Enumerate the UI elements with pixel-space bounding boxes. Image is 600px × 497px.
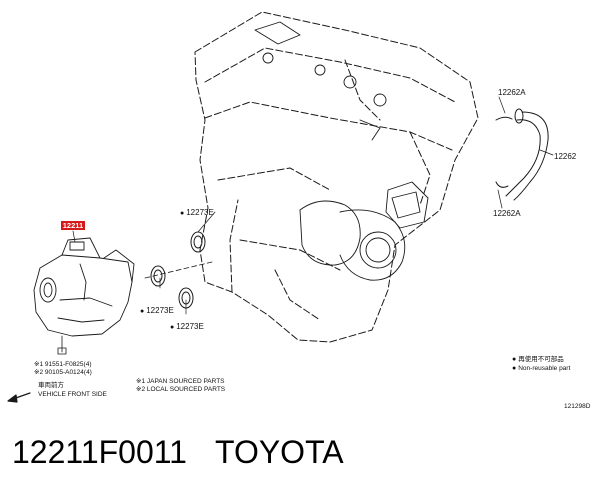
parts-diagram: 12211 12262A 12262 12262A 12273E 12273E … [0, 0, 600, 420]
label-12273E-2[interactable]: 12273E [140, 306, 174, 316]
engine-block-outline [194, 11, 479, 343]
part-number: 12211F0011 [12, 434, 187, 470]
part-tag-12211[interactable]: 12211 [61, 221, 85, 230]
bolt [57, 335, 67, 355]
figure-id: 121298D [564, 403, 591, 410]
engine-details [254, 21, 429, 281]
label-12273E-3[interactable]: 12273E [170, 322, 204, 332]
front-arrow [7, 392, 31, 403]
label-12273E-1[interactable]: 12273E [180, 208, 214, 218]
leader-lines [159, 96, 554, 315]
legend-en: Non-reusable part [512, 365, 570, 373]
engine-drawing [7, 11, 554, 403]
label-12262A-bottom[interactable]: 12262A [493, 209, 521, 218]
direction-label-jp: 車両前方 [38, 382, 64, 389]
part-caption: 12211F0011 TOYOTA [12, 432, 372, 472]
alignment-line [144, 261, 213, 279]
direction-label-en: VEHICLE FRONT SIDE [38, 391, 107, 398]
manifold-12211 [33, 230, 135, 337]
brand-name: TOYOTA [214, 434, 344, 470]
source-note-2: ※2 LOCAL SOURCED PARTS [136, 386, 226, 393]
bolt-spec-2: ※2 90105-A0124(4) [34, 369, 92, 376]
bolt-spec-1: ※1 91551-F0825(4) [34, 361, 92, 368]
hose-12262 [495, 108, 549, 201]
source-note-1: ※1 JAPAN SOURCED PARTS [136, 378, 225, 385]
label-12262[interactable]: 12262 [554, 152, 577, 161]
label-12262A-top[interactable]: 12262A [498, 88, 526, 97]
legend-jp: 再使用不可部品 [512, 356, 564, 364]
gasket-rings [150, 231, 206, 309]
